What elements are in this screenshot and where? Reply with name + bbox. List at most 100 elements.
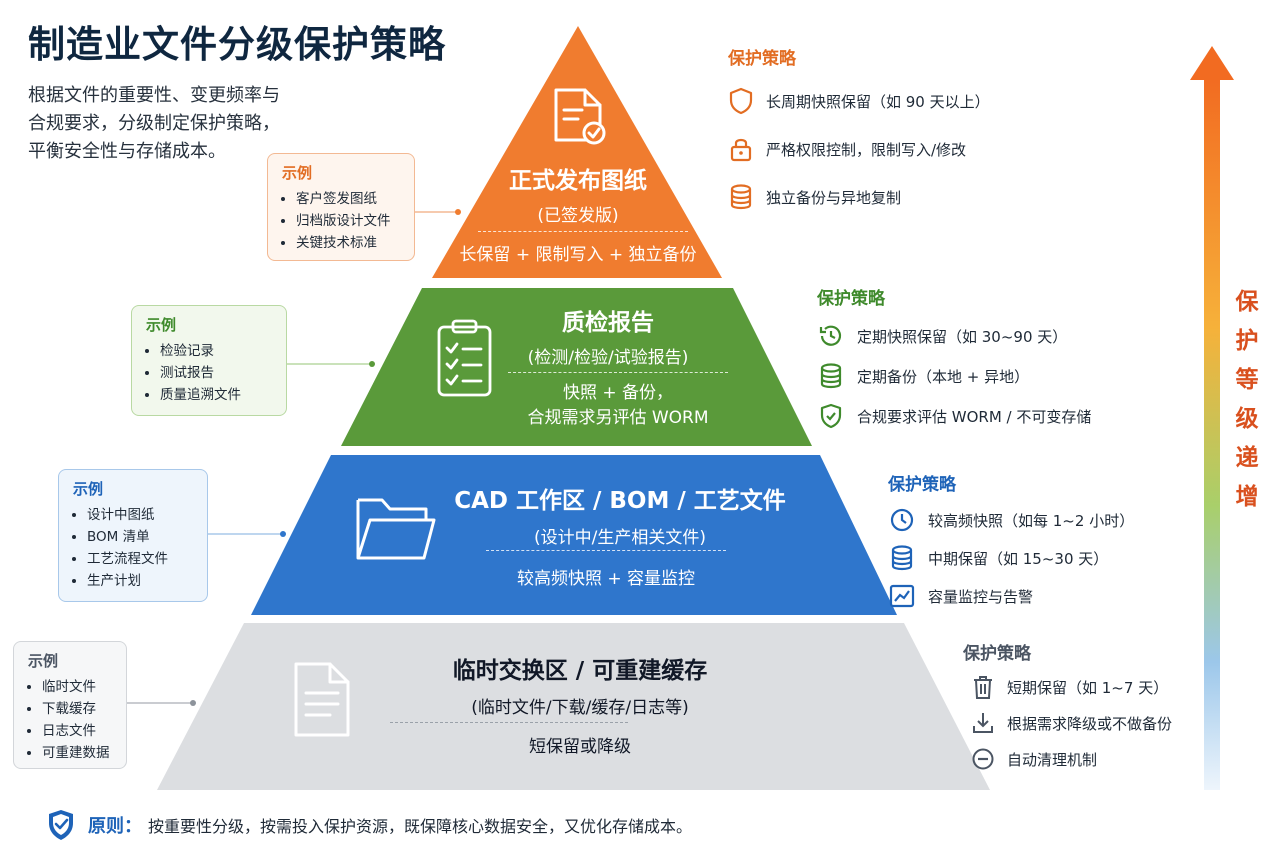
principle-footer: 原则： 按重要性分级，按需投入保护资源，既保障核心数据安全，又优化存储成本。: [46, 805, 692, 845]
example-item: 检验记录: [160, 340, 272, 362]
tier-subtitle: (检测/检验/试验报告): [527, 348, 689, 368]
shield-icon: [729, 87, 753, 115]
example-item: 可重建数据: [42, 742, 112, 764]
chart-monitor-icon: [889, 584, 915, 608]
strategy-heading: 保护策略: [888, 475, 956, 495]
tier-divider: [508, 372, 728, 373]
tier-subtitle: (临时文件/下载/缓存/日志等): [471, 698, 689, 718]
examples-box-tier-4: 示例 临时文件 下载缓存 日志文件 可重建数据: [13, 641, 127, 769]
strategy-item: 容量监控与告警: [888, 583, 1134, 609]
principle-label: 原则：: [88, 816, 142, 837]
strategy-text: 长周期快照保留（如 90 天以上）: [766, 92, 990, 111]
clock-icon: [890, 508, 914, 532]
database-icon: [730, 184, 752, 210]
tier-title: CAD 工作区 / BOM / 工艺文件: [454, 488, 786, 514]
tier-subtitle: (已签发版): [537, 206, 619, 226]
subtitle-line: 合规要求，分级制定保护策略，: [28, 113, 280, 134]
tier-2-label: 质检报告 (检测/检验/试验报告): [498, 303, 718, 368]
examples-box-tier-1: 示例 客户签发图纸 归档版设计文件 关键技术标准: [267, 153, 415, 261]
example-item: BOM 清单: [87, 526, 193, 548]
strategy-item: 短期保留（如 1~7 天）: [971, 674, 1172, 700]
strategy-text: 容量监控与告警: [928, 587, 1034, 606]
strategy-item: 自动清理机制: [971, 746, 1172, 772]
tier-divider: [486, 550, 726, 551]
tier-strategy-line: 合规需求另评估 WORM: [527, 408, 709, 428]
tier-1-shape: [432, 26, 722, 278]
folder-icon: [356, 498, 436, 560]
tier-strategy-line: 短保留或降级: [529, 737, 631, 757]
example-item: 归档版设计文件: [296, 210, 400, 232]
connector-dot: [190, 700, 196, 706]
strategy-heading: 保护策略: [963, 644, 1031, 664]
strategy-text: 短期保留（如 1~7 天）: [1007, 678, 1169, 697]
lock-icon: [730, 138, 752, 162]
connector-dot: [369, 361, 375, 367]
strategy-item: 合规要求评估 WORM / 不可变存储: [817, 403, 1091, 429]
database-icon: [891, 545, 913, 571]
tier-3-shape: [251, 455, 897, 615]
document-icon: [294, 662, 350, 737]
database-icon: [820, 363, 842, 389]
example-item: 日志文件: [42, 720, 112, 742]
arrow-label-char: 增: [1235, 484, 1259, 510]
strategy-text: 自动清理机制: [1007, 750, 1098, 769]
tier-title: 质检报告: [562, 310, 654, 336]
tier-4-label: 临时交换区 / 可重建缓存 (临时文件/下载/缓存/日志等): [430, 651, 730, 718]
tier-strategy: 快照 + 备份， 合规需求另评估 WORM: [488, 381, 748, 431]
example-item: 质量追溯文件: [160, 384, 272, 406]
strategy-item: 独立备份与异地复制: [728, 183, 990, 211]
tier-4-shape: [157, 623, 990, 790]
clipboard-checklist-icon: [437, 319, 492, 397]
strategy-panel-tier-3: 保护策略 较高频快照（如每 1~2 小时） 中期保留（如 15~30 天） 容量…: [888, 470, 1134, 609]
tier-title: 正式发布图纸: [509, 168, 647, 194]
example-item: 测试报告: [160, 362, 272, 384]
subtitle-line: 根据文件的重要性、变更频率与: [28, 85, 280, 106]
page-title: 制造业文件分级保护策略: [28, 23, 446, 66]
download-icon: [973, 713, 993, 733]
example-item: 临时文件: [42, 676, 112, 698]
tier-strategy: 长保留 + 限制写入 + 独立备份: [448, 243, 708, 268]
principle-text: 按重要性分级，按需投入保护资源，既保障核心数据安全，又优化存储成本。: [148, 817, 693, 836]
example-item: 设计中图纸: [87, 504, 193, 526]
strategy-text: 定期备份（本地 + 异地）: [857, 367, 1030, 386]
strategy-item: 定期快照保留（如 30~90 天）: [817, 323, 1091, 349]
examples-heading: 示例: [73, 480, 104, 498]
strategy-heading: 保护策略: [817, 289, 885, 309]
minus-circle-icon: [972, 748, 994, 770]
tier-3-label: CAD 工作区 / BOM / 工艺文件 (设计中/生产相关文件): [430, 481, 810, 548]
strategy-text: 合规要求评估 WORM / 不可变存储: [857, 407, 1092, 426]
arrow-label-char: 等: [1235, 367, 1259, 393]
strategy-panel-tier-2: 保护策略 定期快照保留（如 30~90 天） 定期备份（本地 + 异地） 合规要…: [817, 284, 1091, 429]
tier-strategy-line: 长保留 + 限制写入 + 独立备份: [459, 245, 697, 265]
arrow-label-char: 递: [1235, 445, 1259, 471]
arrow-label-char: 护: [1235, 328, 1259, 354]
tier-1-label: 正式发布图纸 (已签发版): [478, 161, 678, 226]
examples-box-tier-2: 示例 检验记录 测试报告 质量追溯文件: [131, 305, 287, 416]
examples-heading: 示例: [282, 164, 313, 182]
connector-dot: [280, 531, 286, 537]
trash-icon: [974, 676, 992, 699]
strategy-text: 独立备份与异地复制: [766, 188, 902, 207]
tier-strategy: 短保留或降级: [470, 735, 690, 760]
strategy-item: 较高频快照（如每 1~2 小时）: [888, 507, 1134, 533]
tier-strategy-line: 快照 + 备份，: [562, 383, 674, 403]
example-item: 关键技术标准: [296, 232, 400, 254]
tier-subtitle: (设计中/生产相关文件): [534, 528, 706, 548]
examples-box-tier-3: 示例 设计中图纸 BOM 清单 工艺流程文件 生产计划: [58, 469, 208, 602]
strategy-item: 严格权限控制，限制写入/修改: [728, 135, 990, 163]
strategy-panel-tier-1: 保护策略 长周期快照保留（如 90 天以上） 严格权限控制，限制写入/修改 独立…: [728, 44, 990, 211]
tier-strategy-line: 较高频快照 + 容量监控: [516, 569, 696, 589]
example-item: 客户签发图纸: [296, 188, 400, 210]
subtitle-line: 平衡安全性与存储成本。: [28, 141, 226, 162]
strategy-item: 定期备份（本地 + 异地）: [817, 363, 1091, 389]
strategy-item: 根据需求降级或不做备份: [971, 710, 1172, 736]
connector-dot: [455, 209, 461, 215]
arrow-label: 保 护 等 级 递 增: [1230, 283, 1264, 517]
document-check-icon: [554, 88, 606, 145]
example-item: 生产计划: [87, 570, 193, 592]
tier-divider: [390, 722, 628, 723]
strategy-text: 严格权限控制，限制写入/修改: [766, 140, 967, 159]
shield-check-icon: [820, 403, 842, 429]
shield-check-icon: [49, 810, 73, 840]
